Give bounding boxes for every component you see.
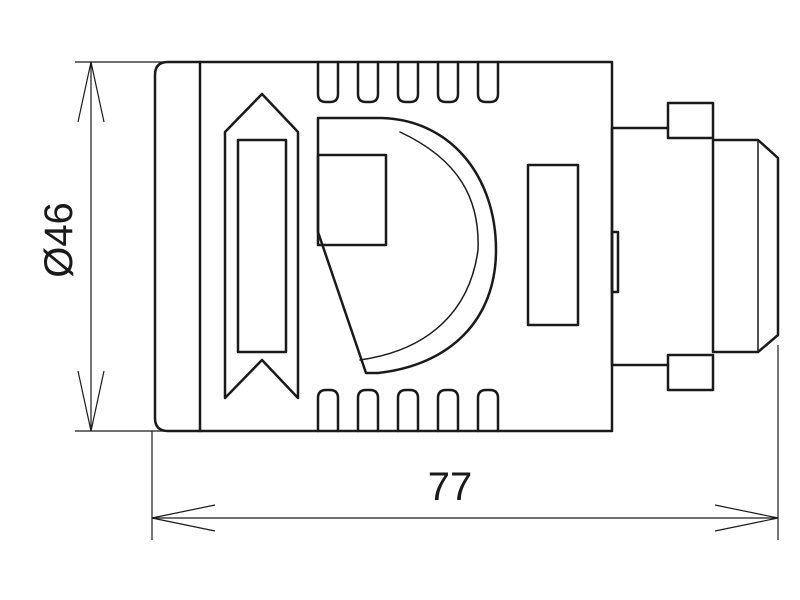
- lens-window: [316, 116, 498, 375]
- length-label: 77: [428, 465, 473, 509]
- arrowhead: [714, 504, 779, 532]
- plug-key: [610, 230, 620, 294]
- lens-inner-arc: [359, 131, 479, 361]
- rear-cap: [153, 60, 202, 433]
- lens-square: [316, 153, 388, 247]
- arrowhead: [77, 61, 105, 123]
- arrowhead: [151, 504, 216, 532]
- grip-rib: [436, 60, 460, 104]
- plug-ring-top: [666, 101, 715, 140]
- diameter-dimension: Ø46: [37, 61, 165, 432]
- bottom-grip-ribs: [316, 388, 500, 433]
- grip-rib: [396, 388, 420, 433]
- grip-rib: [316, 60, 340, 104]
- plug-ring-bottom: [666, 353, 715, 392]
- top-grip-ribs: [316, 60, 500, 104]
- arrowhead: [77, 370, 105, 432]
- grip-rib: [356, 388, 380, 433]
- main-housing: [198, 60, 614, 433]
- grip-rib: [436, 388, 460, 433]
- length-dimension: 77: [151, 345, 779, 540]
- plug-neck: [610, 126, 670, 367]
- lens-outline: [316, 116, 498, 375]
- plug-nose: [610, 101, 780, 392]
- latch-arrow-outline: [223, 92, 300, 400]
- latch-arrow: [223, 92, 300, 400]
- grip-rib: [476, 388, 500, 433]
- plug-tip: [711, 138, 780, 354]
- grip-rib: [316, 388, 340, 433]
- latch-slot: [236, 138, 288, 354]
- grip-rib: [356, 60, 380, 104]
- side-slot: [526, 163, 580, 327]
- grip-rib: [476, 60, 500, 104]
- diameter-label: Ø46: [37, 202, 81, 278]
- grip-rib: [396, 60, 420, 104]
